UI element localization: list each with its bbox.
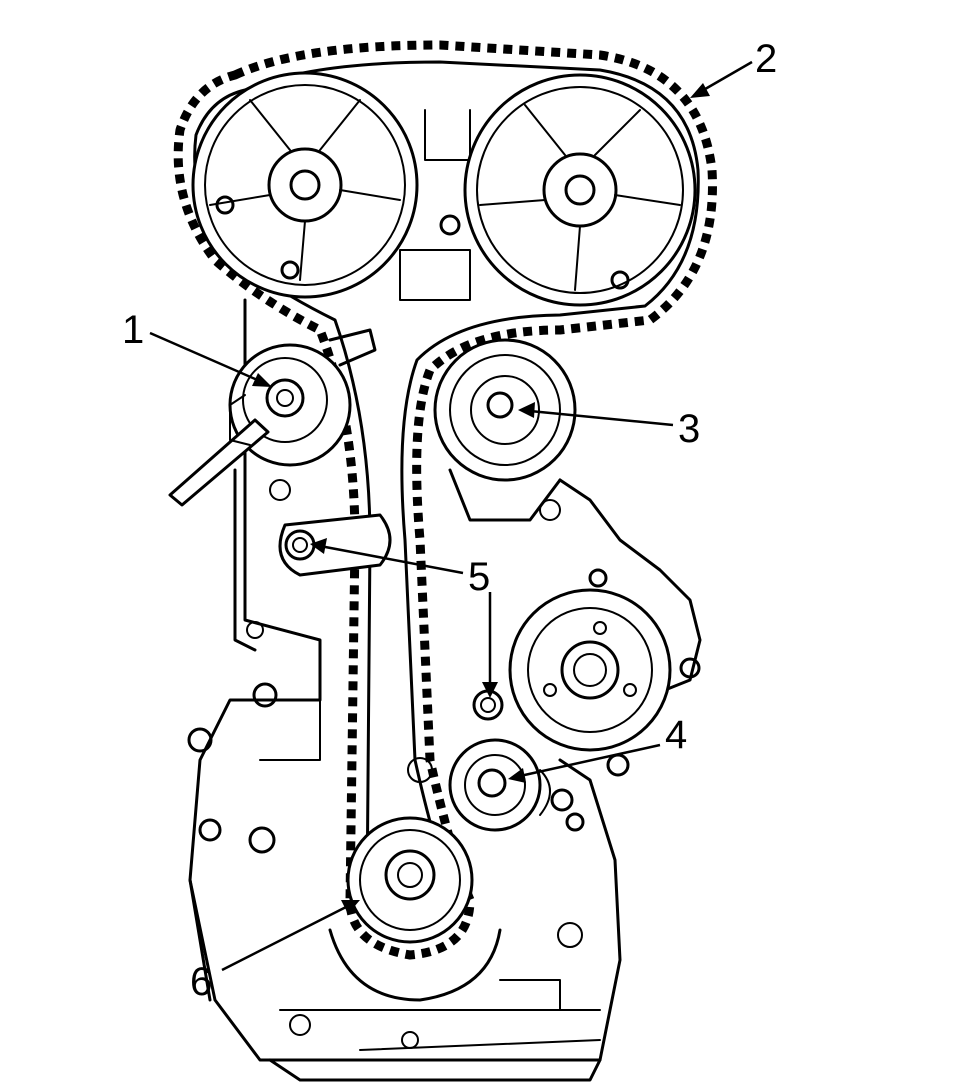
idler-pulley-upper bbox=[433, 338, 577, 482]
callout-label-1: 1 bbox=[122, 308, 144, 352]
callout-5: 5 bbox=[310, 538, 498, 698]
camshaft-sprocket-right bbox=[439, 73, 697, 307]
bolt-5 bbox=[278, 513, 504, 721]
pump-housing bbox=[508, 568, 701, 752]
callout-label-4: 4 bbox=[665, 713, 687, 757]
callout-label-6: 6 bbox=[190, 960, 212, 1004]
callout-3: 3 bbox=[518, 402, 700, 451]
callout-2: 2 bbox=[690, 37, 777, 98]
crankshaft-sprocket bbox=[328, 816, 502, 1002]
engine-block bbox=[187, 109, 702, 1082]
idler-pulley-lower bbox=[448, 738, 551, 832]
callout-6: 6 bbox=[190, 900, 360, 1004]
camshaft-sprocket-left bbox=[191, 71, 419, 299]
callout-label-5: 5 bbox=[468, 555, 490, 599]
callout-1: 1 bbox=[122, 308, 272, 387]
callout-label-2: 2 bbox=[755, 37, 777, 81]
callout-label-3: 3 bbox=[678, 407, 700, 451]
callout-4: 4 bbox=[508, 713, 687, 783]
